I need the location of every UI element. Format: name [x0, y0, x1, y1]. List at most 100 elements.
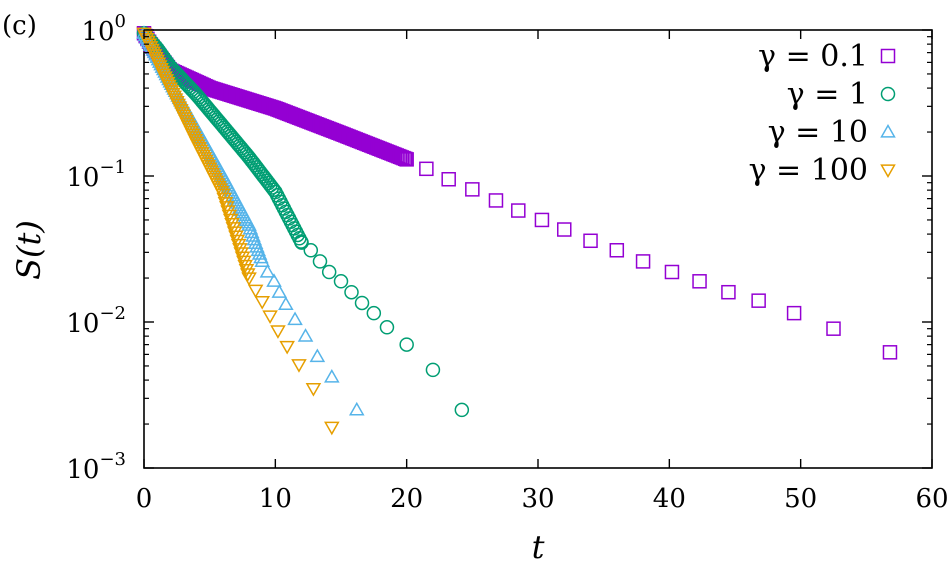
y-tick-labels: 100 10−1 10−2 10−3 [66, 11, 126, 485]
data-point [254, 253, 270, 268]
x-tick-label: 0 [136, 484, 153, 514]
data-point [226, 226, 243, 240]
data-point [303, 243, 319, 258]
legend-marker [880, 123, 896, 138]
data-point [609, 243, 625, 258]
data-point [262, 310, 278, 324]
series-4 [136, 27, 340, 436]
data-point [224, 217, 240, 232]
data-point [583, 233, 598, 249]
y-tick-label: 10−1 [66, 157, 126, 193]
data-point [287, 311, 303, 326]
x-axis-label: t [532, 528, 545, 566]
data-point [239, 268, 256, 282]
legend-label: γ = 10 [768, 115, 868, 150]
axis-ticks [143, 29, 933, 469]
data-point [324, 368, 340, 383]
data-point [721, 284, 736, 300]
data-point [354, 295, 370, 311]
data-point [241, 272, 257, 287]
data-point [312, 254, 328, 269]
data-point [217, 196, 234, 211]
data-point [366, 305, 382, 321]
data-point [294, 235, 309, 250]
x-tick-label: 20 [390, 484, 423, 514]
data-point [247, 284, 264, 299]
data-point [441, 172, 456, 187]
series-2 [136, 26, 470, 418]
data-point [465, 182, 480, 197]
data-point [534, 212, 550, 228]
data-point [511, 203, 526, 218]
data-point [348, 401, 365, 416]
legend-label: γ = 1 [787, 77, 868, 112]
data-point [291, 359, 307, 373]
data-point [379, 320, 395, 335]
data-point [324, 421, 340, 436]
data-point [254, 295, 270, 310]
data-marks [136, 25, 898, 436]
data-point [271, 284, 288, 298]
data-point [237, 259, 253, 274]
data-point [225, 222, 242, 236]
legend-marker [880, 164, 896, 179]
data-point [215, 188, 231, 203]
data-point [266, 273, 282, 287]
data-point [228, 230, 244, 245]
data-point [399, 152, 414, 167]
data-point [333, 274, 349, 289]
data-point [786, 305, 802, 321]
data-point [488, 193, 504, 208]
data-point [692, 274, 707, 289]
data-point [664, 264, 680, 280]
x-tick-label: 10 [259, 484, 292, 514]
legend: γ = 0.1γ = 1γ = 10γ = 100 [749, 39, 896, 188]
data-point [751, 293, 766, 308]
panel-label: (c) [2, 11, 37, 41]
data-point [222, 213, 239, 228]
data-point [259, 263, 276, 278]
x-tick-label: 60 [915, 484, 947, 514]
x-tick-label: 30 [521, 484, 554, 514]
data-point [425, 362, 441, 378]
x-tick-label: 50 [784, 484, 817, 514]
data-point [236, 255, 252, 270]
data-point [220, 205, 236, 220]
y-axis-label: S(t) [10, 220, 48, 280]
data-point [826, 321, 841, 336]
legend-label: γ = 100 [749, 153, 868, 188]
data-point [230, 238, 247, 253]
legend-marker [880, 86, 896, 102]
data-point [309, 348, 326, 363]
data-point [270, 325, 286, 339]
data-point [232, 243, 248, 257]
y-tick-label: 100 [81, 11, 126, 47]
series-1 [136, 26, 898, 360]
data-point [344, 284, 359, 300]
series-3 [136, 25, 365, 416]
y-tick-label: 10−2 [66, 303, 126, 339]
data-point [216, 192, 232, 207]
data-point [635, 254, 651, 269]
data-point [279, 340, 295, 355]
data-point [221, 209, 238, 224]
y-tick-label: 10−3 [66, 449, 126, 485]
data-point [238, 264, 255, 278]
data-point [399, 337, 414, 352]
x-tick-label: 40 [653, 484, 686, 514]
x-tick-labels: 0 10 20 30 40 50 60 [136, 484, 947, 514]
data-point [321, 264, 337, 280]
data-point [218, 201, 235, 215]
data-point [297, 328, 314, 342]
data-point [557, 222, 572, 237]
data-point [278, 296, 294, 311]
data-point [882, 345, 898, 360]
legend-marker [880, 48, 896, 64]
data-point [233, 247, 249, 261]
data-point [419, 161, 434, 177]
data-point [264, 180, 280, 195]
data-point [305, 382, 322, 397]
data-point [234, 251, 251, 266]
legend-label: γ = 0.1 [758, 39, 868, 74]
